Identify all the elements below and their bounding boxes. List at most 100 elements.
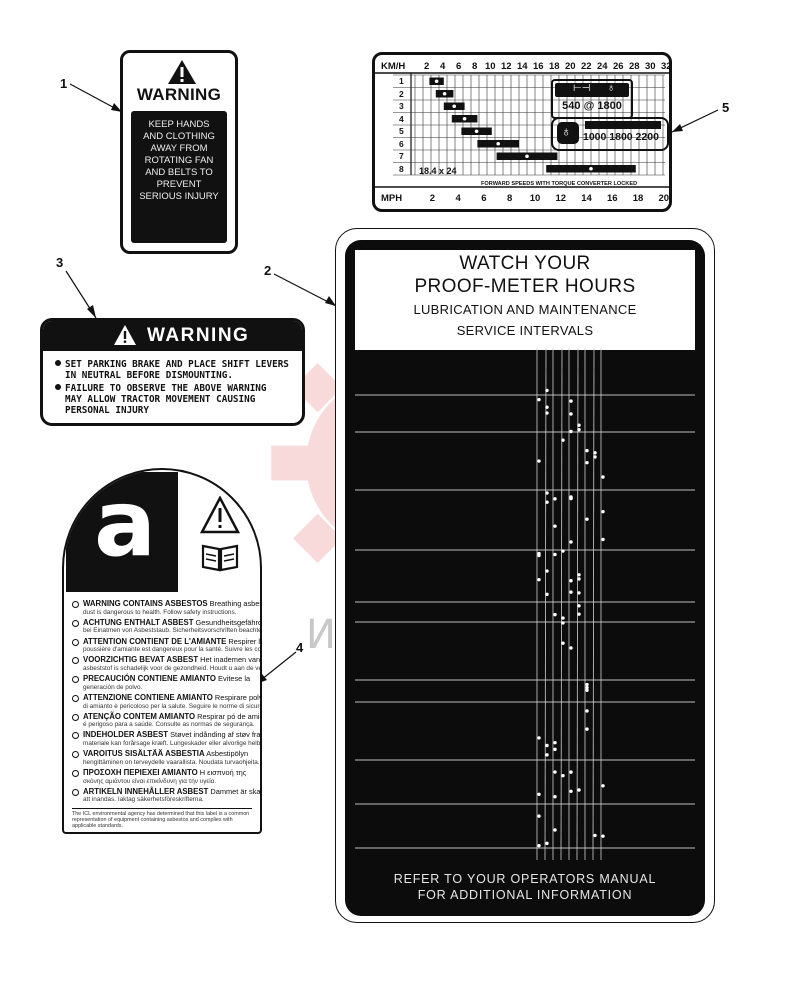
tachometer-icon: ♁ [561,123,572,139]
leader-line-2 [273,273,337,307]
asbestos-message-text: Respirer la [226,636,262,646]
decal1-line: PREVENT [156,179,202,190]
decal3-header-band: WARNING [43,321,302,351]
asbestos-message: PRECAUCIÓN CONTIENE AMIANTO Evitese la ge… [72,674,252,692]
asbestos-message: ATENÇÃO CONTEM AMIANTO Respirar pó de am… [72,712,260,730]
pto-speed-value: 540 @ 1800 [562,100,622,112]
service-point-marker [561,549,565,553]
decal-fan-warning: WARNING KEEP HANDS AND CLOTHING AWAY FRO… [120,50,238,254]
decal-parking-brake-warning: WARNING SET PARKING BRAKE AND PLACE SHIF… [40,318,305,426]
service-point-marker [545,753,549,757]
kmh-tick-label: 18 [549,61,560,72]
asbestos-message-list: WARNING CONTAINS ASBESTOS Breathing asbe… [72,599,262,807]
gear-row-label: 4 [399,113,404,124]
manual-book-icon [201,544,239,572]
mph-tick-label: 12 [555,193,567,204]
asbestos-message: ARTIKELN INNEHÅLLER ASBEST Dammet är ska… [72,786,260,805]
asbestos-message-detail: é perigoso para a saúde. Consulte as nor… [83,721,255,729]
prohibition-circle-icon [72,638,79,646]
service-point-marker [545,743,549,748]
service-chart-body [355,347,695,861]
pto-dial-icon: ♁ [607,82,616,94]
warning-triangle-icon [114,325,136,345]
asbestos-message: ATTENTION CONTIENT DE L'AMIANTE Respirer… [72,636,260,655]
gear-row-label: 3 [399,101,404,111]
kmh-tick-label: 8 [472,61,478,72]
bullet-dot [55,384,61,390]
service-point-marker [601,537,605,542]
service-point-marker [545,388,549,393]
service-point-marker [545,500,549,504]
service-point-marker [561,616,565,620]
rpm-range-bar [585,121,661,129]
asbestos-message-title: WARNING CONTAINS ASBESTOS [83,599,208,608]
asbestos-fineprint: The ICL environmental agency has determi… [72,808,252,830]
leader-arrow-3 [87,305,96,318]
decal1-line: AND BELTS TO [145,167,213,178]
service-point-marker [545,841,549,846]
asbestos-message-title: ARTIKELN INNEHÅLLER ASBEST [83,786,209,796]
kmh-tick-label: 6 [456,61,462,72]
asbestos-message-title: VAROITUS SISÄLTÄÄ ASBESTIA [83,749,205,759]
service-point-marker [601,834,605,838]
service-point-marker [569,579,573,583]
decal3-item-1: SET PARKING BRAKE AND PLACE SHIFT LEVERS… [55,359,294,381]
service-chart-title-line2: PROOF-METER HOURS [414,276,636,297]
gear-speed-marker [496,141,500,146]
service-point-marker [553,770,557,774]
service-point-marker [593,451,597,455]
asbestos-message-detail: asbeststof is schadelijk voor de gezondh… [83,664,262,672]
service-point-marker [601,784,605,788]
asbestos-message-text: Breathing asbestos [209,599,260,608]
pto-icon-strip: ⊢⊣ ♁ [555,82,629,97]
leader-arrow-5 [672,124,683,132]
mph-tick-label: 16 [606,193,618,204]
asbestos-message-detail: bei Einatmen von Asbeststaub. Sicherheit… [83,627,262,635]
gear-row-label: 2 [399,88,404,99]
service-point-marker [577,591,581,595]
speed-chart-grid [375,72,669,188]
kmh-tick-label: 20 [565,61,576,72]
engine-speed-icon: ♁ [557,122,579,144]
service-point-marker [553,828,557,832]
kmh-tick-label: 10 [485,61,496,72]
callout-1: 1 [60,76,68,91]
service-point-marker [577,577,581,581]
asbestos-message-detail: generación de polvo. [83,683,143,691]
mph-tick-label: 14 [581,193,592,204]
prohibition-circle-icon [72,694,79,702]
service-chart-title-line1: WATCH YOUR [459,253,591,274]
service-point-marker [553,552,557,557]
service-point-marker [561,773,565,778]
service-point-marker [585,709,589,713]
asbestos-message-title: VOORZICHTIG BEVAT ASBEST [83,655,199,665]
gear-speed-marker [452,104,456,109]
asbestos-message-text: Evitese la [216,674,251,684]
kmh-tick-label: 28 [629,61,640,72]
mph-tick-label: 8 [506,193,513,204]
service-point-marker [537,577,541,582]
service-point-marker [585,727,589,731]
asbestos-message-title: ATTENTION CONTIENT DE L'AMIANTE [83,636,227,646]
decal1-line: AND CLOTHING [143,131,215,142]
service-column-line [560,347,563,861]
service-point-marker [585,448,589,453]
service-point-marker [569,429,573,434]
service-point-marker [593,833,597,838]
service-point-marker [577,573,581,577]
gear-speed-marker [434,79,439,84]
speed-chart-caption: FORWARD SPEEDS WITH TORQUE CONVERTER LOC… [481,181,638,187]
callout-3: 3 [56,255,64,270]
kmh-tick-label: 4 [440,61,446,72]
service-point-marker [545,569,549,573]
decal1-message: KEEP HANDS AND CLOTHING AWAY FROM ROTATI… [131,111,227,243]
gear-speed-marker [474,129,479,134]
asbestos-message-text: Respirar pó de amianto [197,711,260,721]
asbestos-message: ACHTUNG ENTHALT ASBEST Gesundheitsgefähr… [72,618,262,636]
mph-tick-label: 10 [529,193,541,204]
prohibition-circle-icon [72,619,79,627]
asbestos-message-title: PRECAUCIÓN CONTIENE AMIANTO [83,674,216,684]
decal1-line: SERIOUS INJURY [139,191,219,202]
service-point-marker [577,604,581,608]
asbestos-message-detail: σκόνης αμιάντου είναι επικίνδυνη για την… [83,777,217,785]
